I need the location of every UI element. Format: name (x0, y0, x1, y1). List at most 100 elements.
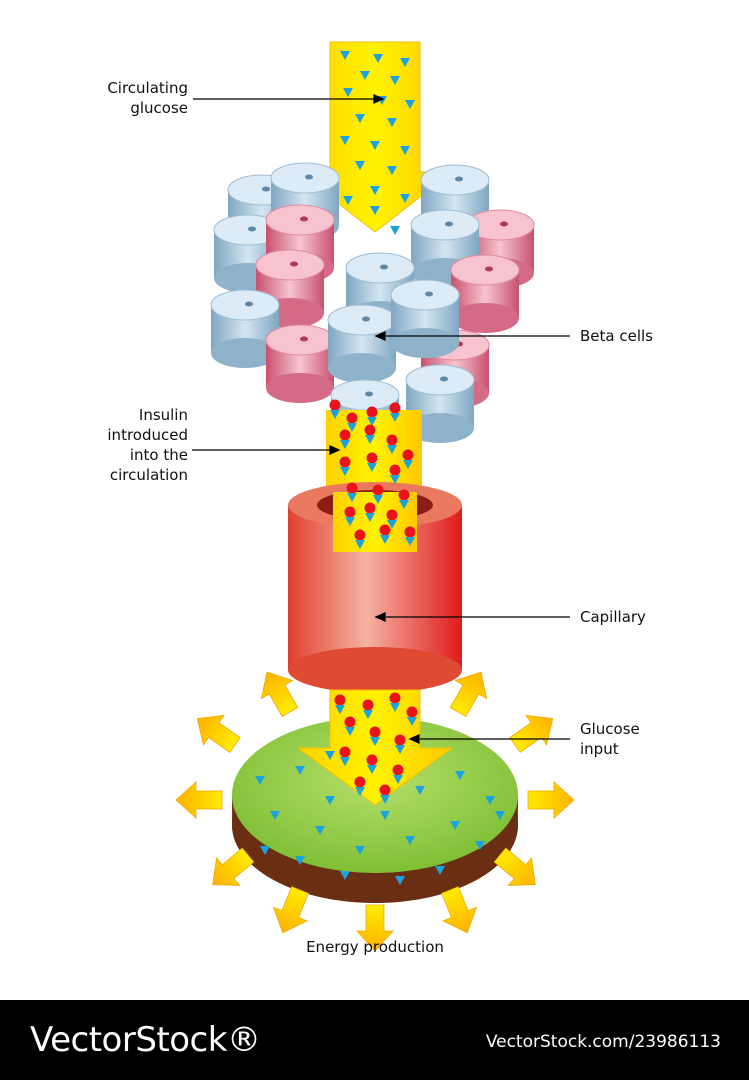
glucose-molecule-30 (390, 475, 400, 484)
glucose-molecule-14 (387, 166, 397, 175)
glucose-molecule-39 (405, 537, 415, 546)
energy-arrow-5 (175, 781, 223, 819)
glucose-molecule-47 (340, 757, 350, 766)
energy-arrow-1 (272, 886, 309, 934)
glucose-molecule-10 (340, 136, 350, 145)
insulin-molecule-38 (379, 524, 391, 536)
insulin-molecule-22 (366, 406, 378, 418)
glucose-molecule-17 (400, 194, 410, 203)
glucose-molecule-9 (387, 118, 397, 127)
glucose-molecule-67 (435, 866, 445, 875)
glucose-molecule-61 (405, 836, 415, 845)
insulin-molecule-29 (366, 452, 378, 464)
energy-arrow-7 (196, 714, 241, 753)
glucose-molecule-62 (450, 821, 460, 830)
energy-arrow-10 (449, 671, 488, 718)
insulin-molecule-48 (366, 754, 378, 766)
insulin-molecule-39 (404, 526, 416, 538)
glucose-molecule-4 (390, 76, 400, 85)
insulin-molecule-24 (339, 429, 351, 441)
beta-cell-blue-9 (210, 289, 280, 368)
molecules (255, 51, 505, 885)
insulin-molecule-43 (406, 706, 418, 718)
energy-arrow-4 (493, 847, 536, 886)
glucose-molecule-3 (360, 71, 370, 80)
glucose-molecule-18 (370, 206, 380, 215)
glucose-molecule-26 (387, 445, 397, 454)
glucose-molecule-63 (475, 841, 485, 850)
label-circulating-glucose: Circulating glucose (60, 78, 188, 118)
glucose-molecule-2 (400, 58, 410, 67)
glucose-molecule-64 (295, 856, 305, 865)
energy-output-arrows (175, 671, 575, 952)
insulin-molecule-23 (389, 402, 401, 414)
vectorstock-image-id: VectorStock.com/23986113 (485, 1032, 721, 1052)
glucose-molecule-49 (393, 775, 403, 784)
insulin-molecule-26 (386, 434, 398, 446)
watermark-footer: VectorStock® VectorStock.com/23986113 (0, 1000, 749, 1080)
beta-cell-blue-14 (390, 279, 460, 358)
insulin-molecule-28 (339, 456, 351, 468)
leader-arrowhead-insulin (329, 444, 341, 456)
energy-arrow-3 (212, 847, 255, 886)
glucose-molecule-12 (400, 146, 410, 155)
insulin-molecule-31 (346, 482, 358, 494)
insulin-molecule-32 (372, 484, 384, 496)
glucose-molecule-23 (390, 413, 400, 422)
glucose-molecule-42 (390, 703, 400, 712)
glucose-molecule-8 (355, 114, 365, 123)
glucose-molecule-70 (380, 811, 390, 820)
insulin-molecule-25 (364, 424, 376, 436)
leader-lines (192, 93, 570, 745)
insulin-molecule-40 (334, 694, 346, 706)
insulin-molecule-20 (329, 399, 341, 411)
glucose-molecule-43 (407, 717, 417, 726)
energy-arrow-0 (356, 904, 394, 952)
insulin-molecule-37 (354, 529, 366, 541)
vectorstock-brand: VectorStock® (30, 1020, 261, 1060)
glucose-molecule-71 (325, 751, 335, 760)
label-circulating-glucose-line1: Circulating (107, 79, 188, 97)
glucose-molecule-16 (343, 196, 353, 205)
insulin-molecule-45 (369, 726, 381, 738)
insulin-molecule-30 (389, 464, 401, 476)
glucose-molecule-33 (399, 500, 409, 509)
insulin-molecule-27 (402, 449, 414, 461)
glucose-molecule-5 (343, 88, 353, 97)
glucose-molecule-45 (370, 737, 380, 746)
beta-cell-blue-13 (327, 304, 397, 383)
glucose-molecule-20 (330, 410, 340, 419)
glucose-molecule-41 (363, 710, 373, 719)
label-insulin-line1: Insulin (138, 406, 188, 424)
glucose-molecule-24 (340, 440, 350, 449)
glucose-molecule-29 (367, 463, 377, 472)
insulin-molecule-47 (339, 746, 351, 758)
leader-arrowhead-capillary (374, 611, 386, 623)
glucose-molecule-1 (373, 54, 383, 63)
insulin-molecule-50 (354, 776, 366, 788)
label-insulin-introduced: Insulin introduced into the circulation (60, 405, 188, 485)
glucose-molecule-68 (260, 846, 270, 855)
insulin-glucose-diagram (175, 41, 575, 952)
glucose-molecule-51 (380, 795, 390, 804)
glucose-molecule-27 (403, 460, 413, 469)
glucose-molecule-13 (355, 161, 365, 170)
glucose-molecule-35 (365, 513, 375, 522)
glucose-molecule-54 (325, 796, 335, 805)
label-insulin-line2: introduced (107, 426, 188, 444)
glucose-molecule-21 (347, 423, 357, 432)
glucose-molecule-37 (355, 540, 365, 549)
glucose-molecule-59 (315, 826, 325, 835)
insulin-molecule-44 (344, 716, 356, 728)
glucose-molecule-32 (373, 495, 383, 504)
glucose-molecule-44 (345, 727, 355, 736)
insulin-molecule-33 (398, 489, 410, 501)
glucose-molecule-57 (485, 796, 495, 805)
label-insulin-line3: into the (129, 446, 188, 464)
insulin-molecule-42 (389, 692, 401, 704)
label-capillary: Capillary (580, 608, 646, 626)
label-insulin-line4: circulation (109, 466, 188, 484)
insulin-molecule-21 (346, 412, 358, 424)
glucose-molecule-28 (340, 467, 350, 476)
glucose-molecule-11 (370, 141, 380, 150)
